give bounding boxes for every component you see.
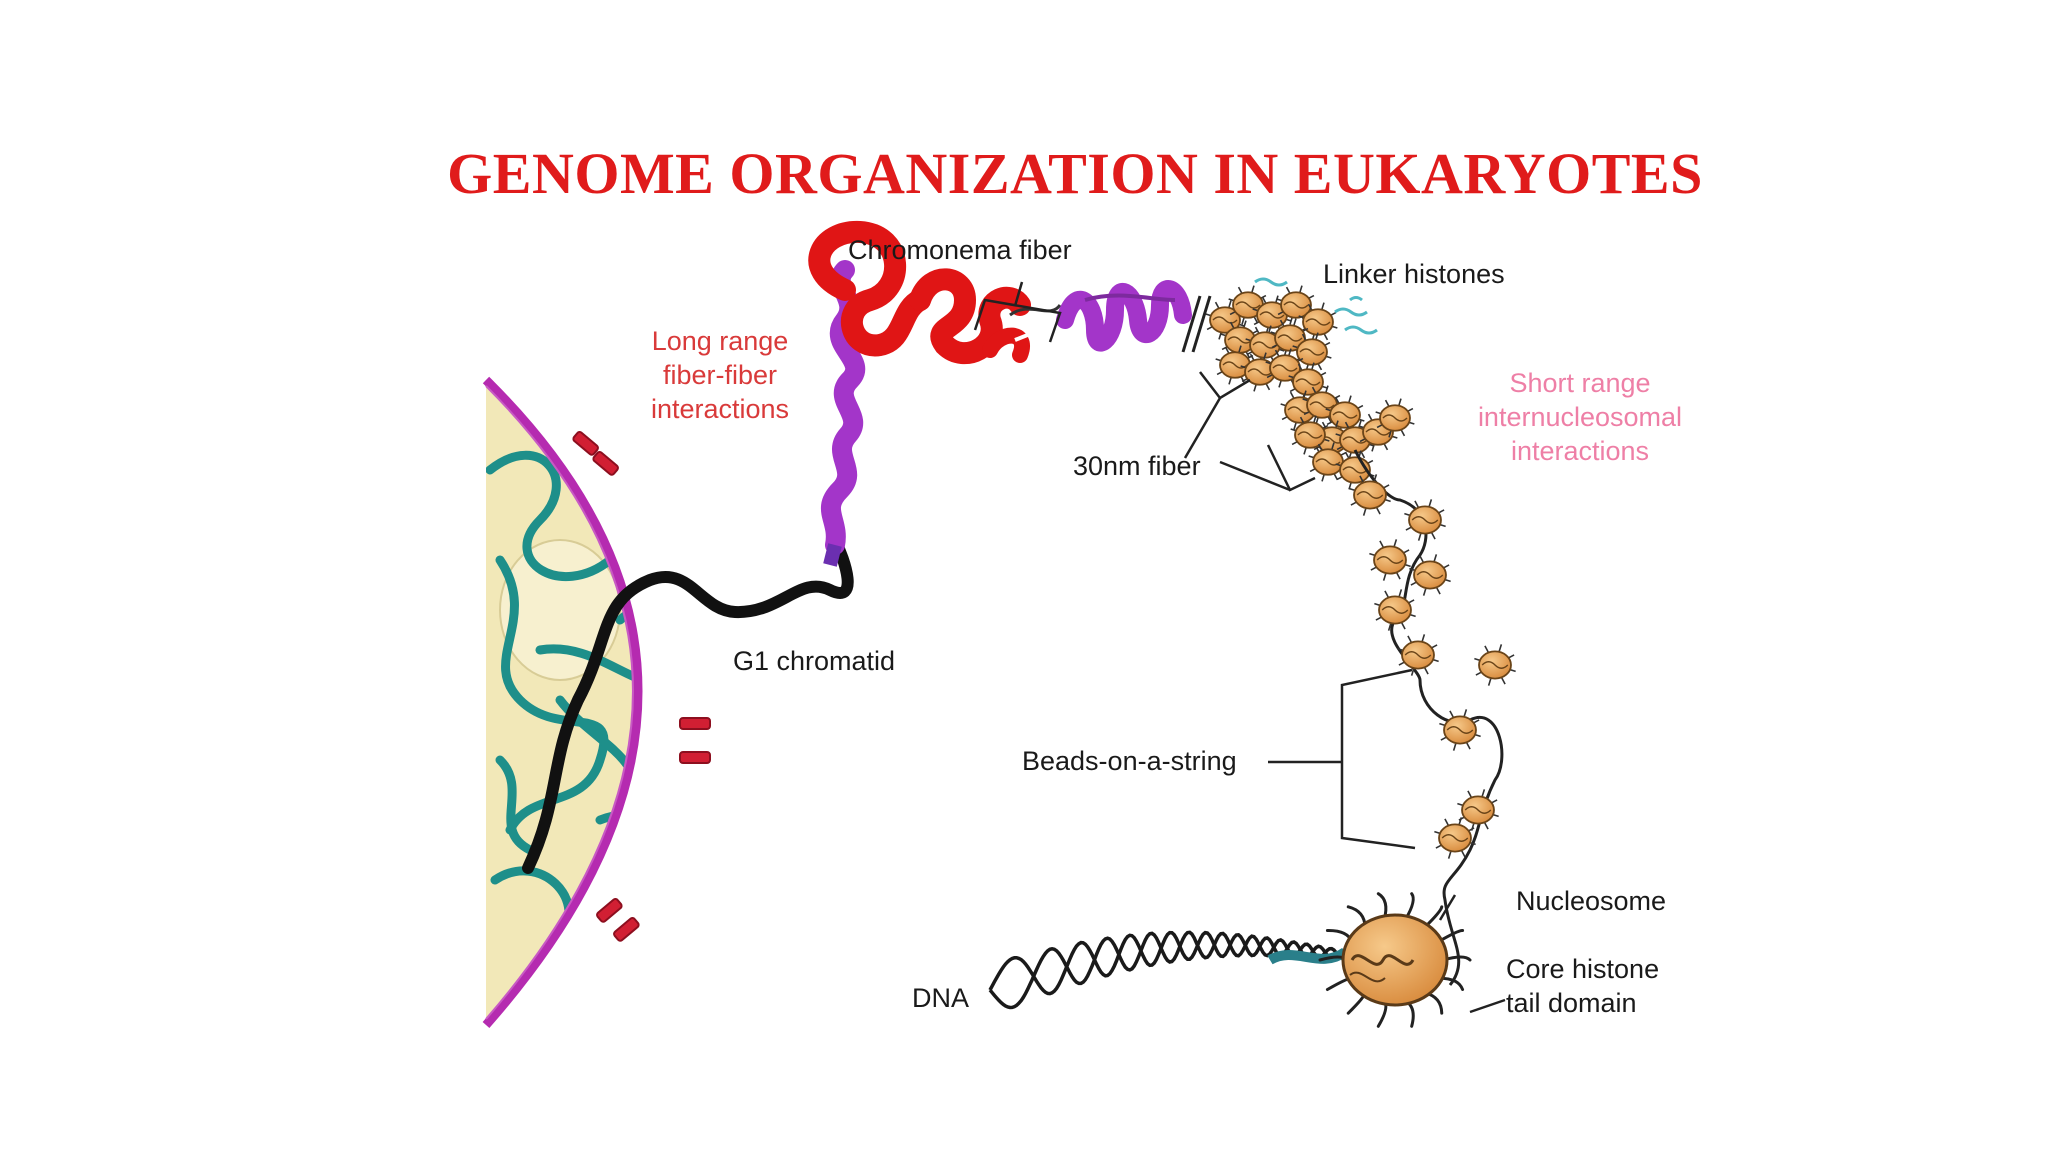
chromonema-purple-upper: [1056, 280, 1192, 352]
label-core-histone-line2: tail domain: [1506, 987, 1637, 1018]
label-short-range-line2: internucleosomal: [1477, 401, 1683, 432]
chromonema-bracket: [973, 298, 1062, 343]
break-mark: [1181, 295, 1212, 353]
label-long-range-line2: fiber-fiber: [662, 359, 778, 390]
label-short-range-line3: interactions: [1510, 435, 1650, 466]
nuclear-envelope: [482, 376, 643, 1028]
label-30nm-fiber: 30nm fiber: [1073, 451, 1201, 481]
string-bead: [1397, 634, 1439, 676]
string-bead: [1474, 644, 1516, 686]
core-histone-leader: [1469, 998, 1506, 1014]
label-chromonema-fiber: Chromonema fiber: [848, 235, 1072, 265]
label-core-histone-tail: Core histone tail domain: [1506, 953, 1659, 1021]
fiber-bead: [1228, 285, 1268, 325]
nuclear-pores: [572, 431, 711, 942]
string-bead: [1404, 499, 1446, 541]
nucleosome-large: [1318, 892, 1472, 1028]
label-long-range-line1: Long range: [651, 326, 789, 356]
dna-double-helix: [988, 930, 1348, 1010]
label-short-range: Short range internucleosomal interaction…: [1460, 367, 1700, 468]
fiber-bead: [1288, 362, 1328, 402]
string-bead: [1374, 589, 1416, 631]
nucleosome-leader: [1438, 894, 1457, 921]
label-core-histone-line1: Core histone: [1506, 954, 1660, 984]
label-beads-on-a-string: Beads-on-a-string: [1022, 746, 1237, 776]
label-short-range-line1: Short range: [1509, 368, 1651, 398]
string-bead: [1457, 789, 1499, 831]
fiber-bead: [1290, 415, 1330, 455]
linker-histone-marks: [1254, 277, 1378, 335]
annotation-lines: [973, 281, 1506, 1014]
nucleosome-beads: [1349, 474, 1516, 859]
label-linker-histones: Linker histones: [1323, 259, 1505, 289]
string-bead: [1409, 554, 1451, 596]
label-long-range-line3: interactions: [650, 393, 790, 424]
fiber-bead: [1276, 285, 1316, 325]
string-bead: [1434, 817, 1476, 859]
thirty-nm-leader-b: [1219, 460, 1291, 492]
dna-strand: [988, 930, 1346, 1010]
string-bead: [1369, 539, 1411, 581]
label-long-range: Long range fiber-fiber interactions: [630, 325, 810, 426]
g1-chromatid-fiber: [522, 534, 854, 874]
page-title: GENOME ORGANIZATION IN EUKARYOTES: [447, 141, 1703, 206]
label-nucleosome: Nucleosome: [1516, 886, 1667, 916]
chromonema-red: [808, 221, 1031, 365]
string-bead: [1439, 709, 1481, 751]
nucleus: [482, 376, 711, 1028]
label-g1-chromatid: G1 chromatid: [733, 646, 896, 676]
fiber-bead: [1375, 398, 1415, 438]
dna-strand: [988, 930, 1346, 996]
string-bead: [1349, 474, 1391, 516]
label-dna: DNA: [912, 983, 970, 1013]
beads-bracket: [1340, 668, 1416, 850]
thirty-nm-leader-a: [1183, 397, 1222, 459]
